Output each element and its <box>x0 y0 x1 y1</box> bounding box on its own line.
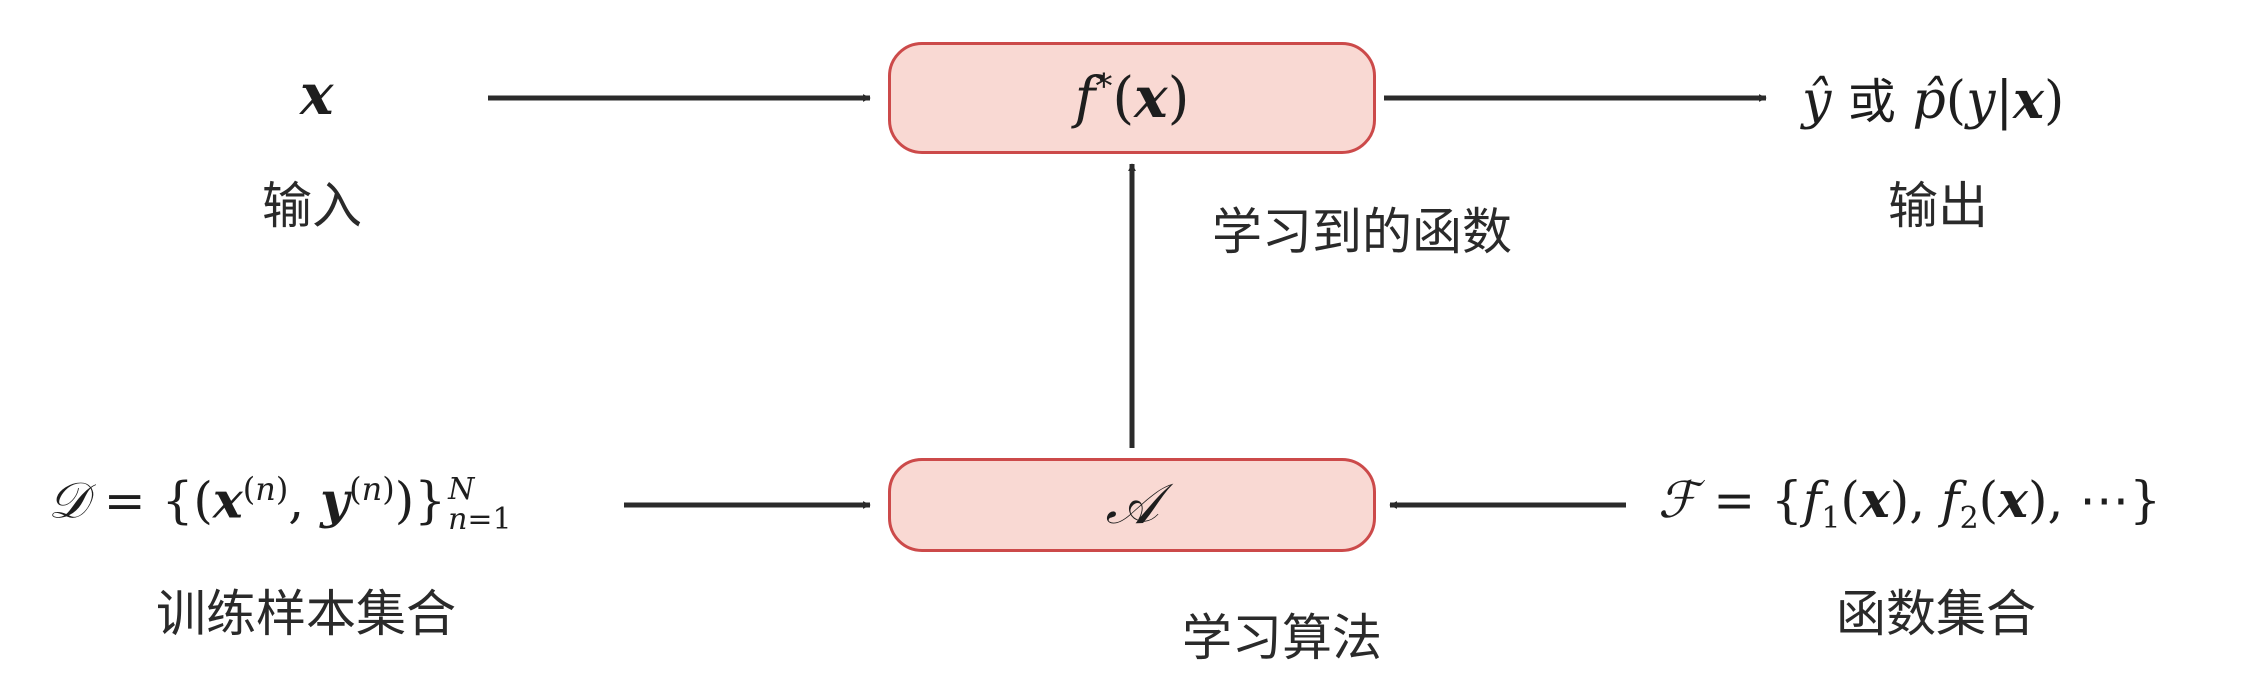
learned-function-caption: 学习到的函数 <box>1212 203 1512 261</box>
input-formula: x <box>300 62 334 128</box>
learned-function-box: f*(x) <box>888 42 1376 154</box>
training-set-caption: 训练样本集合 <box>156 585 456 643</box>
input-caption: 输入 <box>262 177 362 235</box>
algorithm-caption: 学习算法 <box>1182 609 1382 667</box>
output-formula: ŷ 或 p̂(y|x) <box>1802 70 2065 131</box>
learned-function-formula: f*(x) <box>1074 65 1190 131</box>
function-set-formula: ℱ = {f1(x), f2(x), ⋯} <box>1658 470 2162 536</box>
output-caption: 输出 <box>1888 177 1988 235</box>
function-set-caption: 函数集合 <box>1836 585 2036 643</box>
algorithm-box: 𝒜 <box>888 458 1376 552</box>
algorithm-formula: 𝒜 <box>1105 472 1159 537</box>
